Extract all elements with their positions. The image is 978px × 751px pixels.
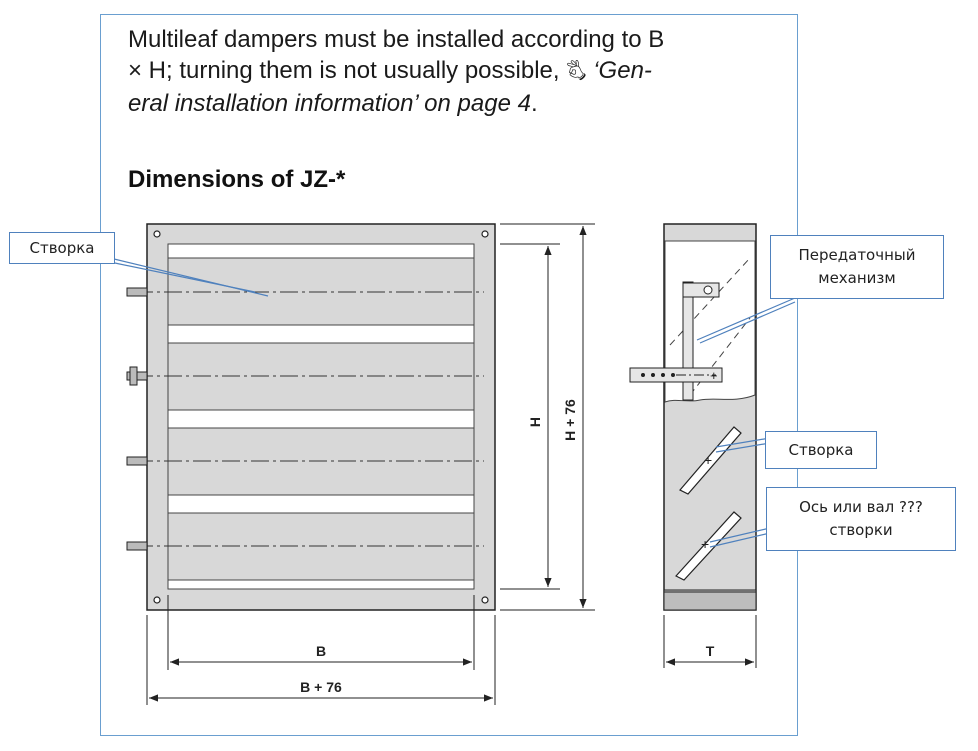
note-line-3: eral installation information’ on page 4…: [128, 90, 538, 117]
side-view: + + +: [629, 223, 757, 611]
front-view: [126, 223, 496, 611]
callout-leaders: [109, 257, 796, 548]
side-leaf-1: [679, 426, 742, 495]
transmission-rod: [682, 281, 694, 401]
leaf-axis-cross-icon: +: [701, 536, 709, 552]
reference-arrow-icon: 🖏: [566, 62, 587, 83]
installation-note: Multileaf dampers must be installed acco…: [128, 24, 788, 119]
leaf-axis-cross-icon: +: [704, 452, 712, 468]
callout-leaf-side: Створка: [765, 431, 877, 469]
transmission-lever: [682, 282, 720, 298]
shaft-stub-4: [126, 541, 148, 551]
bolt-icon: [481, 230, 489, 238]
front-dimensions: [146, 223, 595, 705]
callout-leaf-front: Створка: [9, 232, 115, 264]
dim-b-label: B: [316, 643, 326, 659]
bolt-icon: [481, 596, 489, 604]
shaft-stub-1: [126, 287, 148, 297]
reference-link-start[interactable]: ‘Gen-: [586, 57, 652, 84]
callout-leaf-axis: Ось или вал ??? створки: [766, 487, 956, 551]
note-line-2: × H; turning them is not usually possibl…: [128, 57, 652, 84]
shaft-stub-3: [126, 456, 148, 466]
dim-t-label: T: [706, 643, 715, 659]
bolt-icon: [153, 230, 161, 238]
callout-transmission-mechanism: Передаточный механизм: [770, 235, 944, 299]
dim-b76-label: B + 76: [300, 679, 342, 695]
shaft-cross-icon: +: [710, 368, 718, 383]
side-leaf-2: [675, 511, 742, 581]
side-bottom-flange: [663, 589, 757, 611]
document-frame: [100, 14, 798, 736]
section-heading: Dimensions of JZ-*: [128, 166, 346, 193]
shaft-coupling-icon: [129, 366, 138, 386]
dim-h-label: H: [527, 417, 543, 427]
dim-h76-label: H + 76: [562, 399, 578, 441]
note-line-1: Multileaf dampers must be installed acco…: [128, 26, 665, 53]
side-dimensions: [663, 615, 757, 668]
bolt-icon: [153, 596, 161, 604]
reference-link-end[interactable]: eral installation information’ on page 4: [128, 90, 531, 117]
